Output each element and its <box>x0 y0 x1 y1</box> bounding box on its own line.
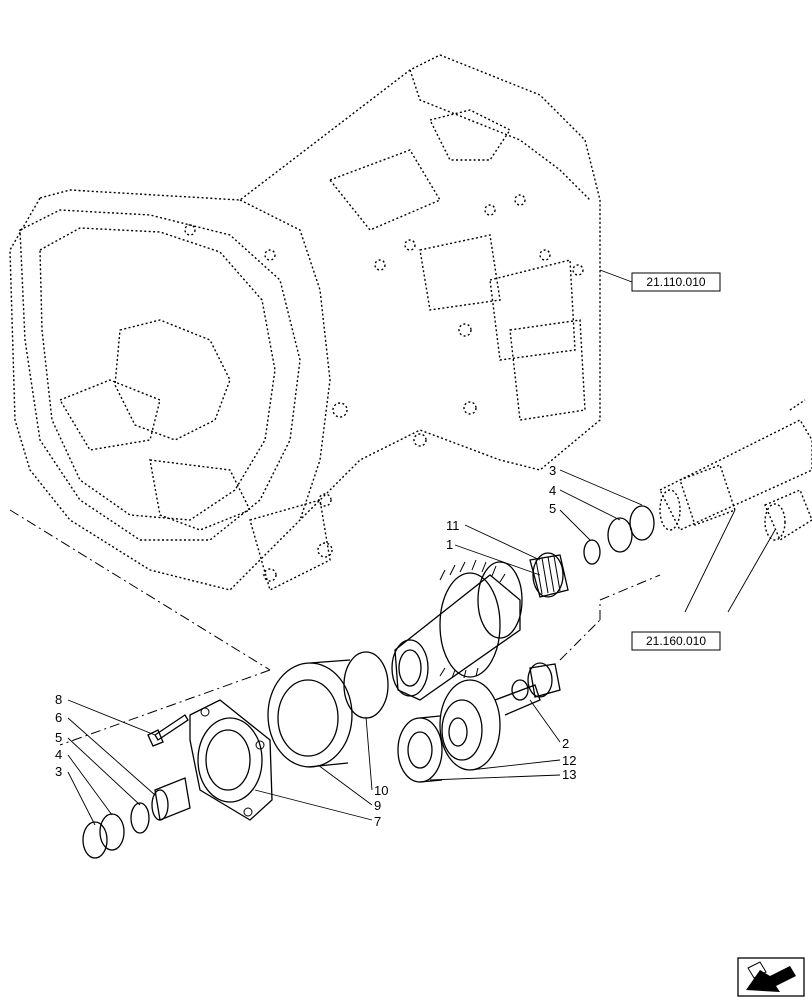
transmission-housing <box>9 54 601 592</box>
needle-bearing-11 <box>529 552 569 598</box>
part-label-5-lower: 5 <box>55 730 62 745</box>
output-shaft <box>659 399 812 542</box>
reference-housing-label: 21.110.010 <box>646 275 705 289</box>
gear-cluster <box>391 559 523 701</box>
ball-bearing-12 <box>397 715 443 783</box>
part-label-10: 10 <box>374 783 388 798</box>
gear-2 <box>439 679 541 771</box>
part-label-4-lower: 4 <box>55 747 62 762</box>
arrow-icon[interactable] <box>737 957 805 997</box>
bearing-13 <box>527 662 561 698</box>
alignment-lines <box>9 509 661 746</box>
reference-housing[interactable]: 21.110.010 <box>631 272 721 292</box>
snap-ring-10 <box>343 651 389 719</box>
part-label-9: 9 <box>374 798 381 813</box>
reference-shaft[interactable]: 21.160.010 <box>631 631 721 651</box>
cover-7 <box>189 699 273 821</box>
part-label-7: 7 <box>374 814 381 829</box>
snap-rings-upper <box>583 505 655 565</box>
part-label-1: 1 <box>446 537 453 552</box>
reference-shaft-label: 21.160.010 <box>646 634 706 648</box>
part-label-12: 12 <box>562 753 576 768</box>
snap-rings-lower <box>82 777 191 859</box>
bearing-9 <box>267 659 353 768</box>
bolt-8 <box>147 714 189 747</box>
leader-lines <box>67 269 776 826</box>
part-label-8: 8 <box>55 692 62 707</box>
part-label-5-upper: 5 <box>549 501 556 516</box>
part-label-11: 11 <box>446 518 460 533</box>
part-label-2: 2 <box>562 736 569 751</box>
part-label-3-lower: 3 <box>55 764 62 779</box>
part-label-3-upper: 3 <box>549 463 556 478</box>
part-label-6: 6 <box>55 710 62 725</box>
part-label-13: 13 <box>562 767 576 782</box>
part-label-4-upper: 4 <box>549 483 556 498</box>
